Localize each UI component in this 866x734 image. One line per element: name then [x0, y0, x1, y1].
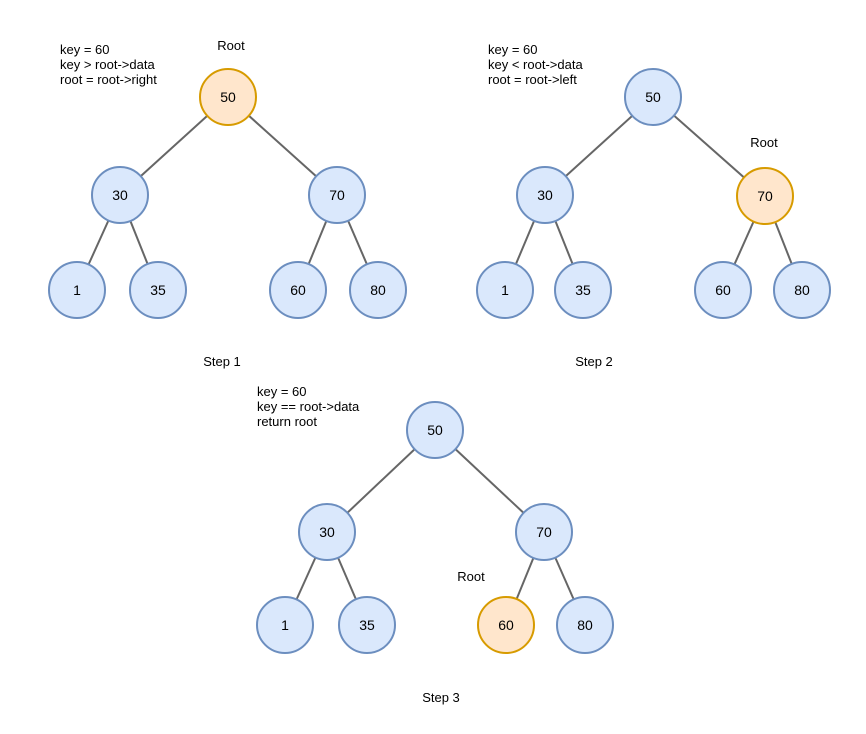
tree-step-2-node-80: 80 — [773, 261, 831, 319]
tree-step-2-node-60: 60 — [694, 261, 752, 319]
tree-step-3-annotation-line-2: key == root->data — [257, 399, 360, 414]
tree-step-2-caption: Step 2 — [575, 354, 613, 369]
tree-step-1-node-70: 70 — [308, 166, 366, 224]
tree-step-1-annotation-line-2: key > root->data — [60, 57, 155, 72]
tree-step-2-node-35: 35 — [554, 261, 612, 319]
tree-step-2-annotation-line-3: root = root->left — [488, 72, 577, 87]
tree-step-3-root-label: Root — [457, 569, 485, 584]
tree-step-3-node-60: 60 — [477, 596, 535, 654]
tree-step-1-node-80: 80 — [349, 261, 407, 319]
tree-step-3-node-50: 50 — [406, 401, 464, 459]
tree-step-1-annotation-line-3: root = root->right — [60, 72, 157, 87]
tree-step-3-caption: Step 3 — [422, 690, 460, 705]
tree-step-2-root-label: Root — [750, 135, 778, 150]
tree-step-2-node-30: 30 — [516, 166, 574, 224]
tree-step-3-annotation-line-3: return root — [257, 414, 317, 429]
tree-step-3-annotation-line-1: key = 60 — [257, 384, 307, 399]
tree-step-1-caption: Step 1 — [203, 354, 241, 369]
tree-step-1-node-50: 50 — [199, 68, 257, 126]
tree-step-2-annotation-line-2: key < root->data — [488, 57, 583, 72]
tree-step-2-node-1: 1 — [476, 261, 534, 319]
tree-step-1-annotation-line-1: key = 60 — [60, 42, 110, 57]
tree-step-2-node-50: 50 — [624, 68, 682, 126]
tree-step-3-node-30: 30 — [298, 503, 356, 561]
tree-step-3-node-1: 1 — [256, 596, 314, 654]
tree-step-3-node-70: 70 — [515, 503, 573, 561]
tree-step-1-node-35: 35 — [129, 261, 187, 319]
tree-step-2-annotation-line-1: key = 60 — [488, 42, 538, 57]
tree-step-1-node-60: 60 — [269, 261, 327, 319]
tree-step-1-node-1: 1 — [48, 261, 106, 319]
tree-step-3-node-80: 80 — [556, 596, 614, 654]
tree-step-2-node-70: 70 — [736, 167, 794, 225]
tree-step-1-root-label: Root — [217, 38, 245, 53]
tree-step-3-node-35: 35 — [338, 596, 396, 654]
tree-step-1-node-30: 30 — [91, 166, 149, 224]
